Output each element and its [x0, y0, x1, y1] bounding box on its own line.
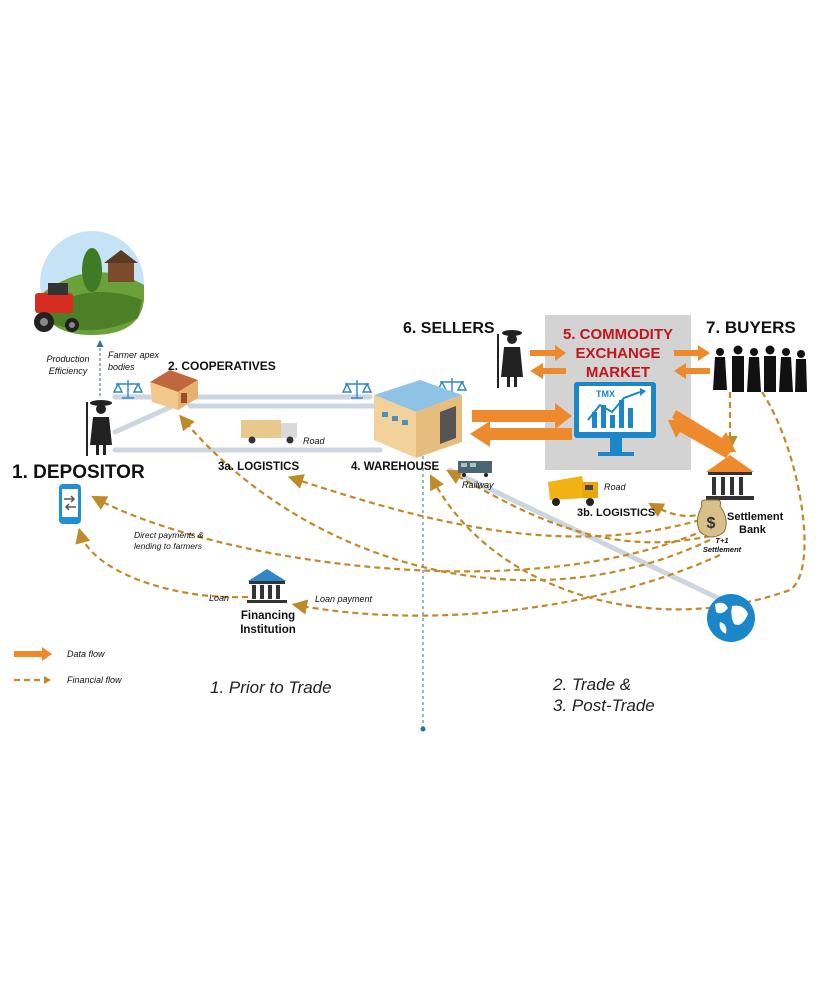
financing-institution-label: Financing Institution — [236, 609, 300, 637]
logistics-a-label: 3a. LOGISTICS — [218, 461, 300, 473]
farmer-icon — [86, 400, 112, 456]
road-label-b: Road — [604, 482, 626, 492]
phase-trade-line2: 3. Post-Trade — [553, 696, 655, 715]
arrow-buyers-to-exchange — [674, 363, 710, 379]
svg-text:$: $ — [707, 515, 716, 532]
arrow-bank-to-exchange — [668, 419, 732, 458]
phone-transfer-icon — [59, 484, 81, 524]
arrow-warehouse-to-exchange — [472, 403, 572, 429]
scale-icon — [112, 378, 468, 399]
farmer-line2: bodies — [108, 362, 135, 372]
production-line1: Production — [46, 354, 90, 364]
production-line2: Efficiency — [48, 366, 88, 376]
truck-icon — [241, 420, 297, 444]
farmer-line1: Farmer apex — [108, 350, 160, 360]
settlement-bank-label: Settlement Bank — [727, 511, 783, 537]
logistics-b-label: 3b. LOGISTICS — [577, 507, 656, 519]
arrow-sellers-to-exchange — [530, 345, 566, 361]
crowd-icon — [713, 345, 807, 392]
production-efficiency-label: Production Efficiency — [38, 353, 98, 377]
legend-financial-flow-label: Financial flow — [67, 675, 122, 685]
money-bag-icon: $ — [696, 499, 727, 538]
direct-line1: Direct payments & — [134, 530, 204, 540]
exchange-title: 5. COMMODITY EXCHANGE MARKET — [545, 325, 691, 382]
buyers-label: 7. BUYERS — [706, 318, 796, 337]
legend-data-flow-label: Data flow — [67, 649, 105, 659]
bank-icon — [706, 455, 754, 500]
farmer-apex-label: Farmer apex bodies — [108, 349, 159, 373]
tmx-label: TMX — [596, 389, 615, 399]
railway-label: Railway — [462, 480, 494, 490]
warehouse-icon — [374, 380, 462, 458]
direct-line2: lending to farmers — [134, 541, 203, 551]
settlement-line1: Settlement — [727, 511, 784, 523]
phase-trade-label: 2. Trade & 3. Post-Trade — [553, 674, 655, 716]
monitor-chart-icon — [574, 382, 656, 456]
loan-payment-label: Loan payment — [315, 594, 373, 604]
barn-icon — [150, 370, 198, 410]
warehouse-label: 4. WAREHOUSE — [351, 461, 440, 473]
financing-line2: Institution — [240, 624, 296, 636]
arrow-exchange-to-sellers — [530, 363, 566, 379]
loan-label: Loan — [209, 593, 230, 603]
exchange-title-line3: MARKET — [585, 364, 651, 381]
sellers-label: 6. SELLERS — [403, 320, 495, 337]
tractor-icon — [34, 283, 79, 332]
t1-settlement-label: T+1 Settlement — [698, 536, 746, 554]
phase-trade-line1: 2. Trade & — [553, 675, 632, 694]
phase-divider-dot — [420, 726, 426, 732]
direct-payments-label: Direct payments & lending to farmers — [134, 530, 203, 552]
t1-line2: Settlement — [702, 545, 742, 554]
seller-icon — [497, 330, 523, 388]
legend-data-flow-swatch — [14, 647, 52, 661]
financial-flows — [75, 391, 806, 617]
train-icon — [458, 461, 492, 477]
depositor-label: 1. DEPOSITOR — [12, 462, 145, 483]
t1-line1: T+1 — [715, 536, 729, 545]
road-label-a: Road — [303, 436, 325, 446]
data-flows — [470, 345, 736, 458]
financing-bank-icon — [247, 569, 287, 603]
phase-prior-label: 1. Prior to Trade — [210, 678, 332, 697]
globe-icon — [707, 594, 755, 642]
financing-line1: Financing — [240, 610, 296, 622]
settlement-line2: Bank — [739, 524, 766, 536]
legend — [14, 647, 52, 684]
arrow-exchange-to-warehouse — [470, 421, 572, 447]
dump-truck-icon — [548, 476, 598, 506]
arrow-exchange-to-buyers — [674, 345, 710, 361]
cooperatives-label: 2. COOPERATIVES — [168, 359, 276, 373]
exchange-title-line1: 5. COMMODITY — [562, 326, 673, 343]
exchange-title-line2: EXCHANGE — [575, 345, 661, 362]
